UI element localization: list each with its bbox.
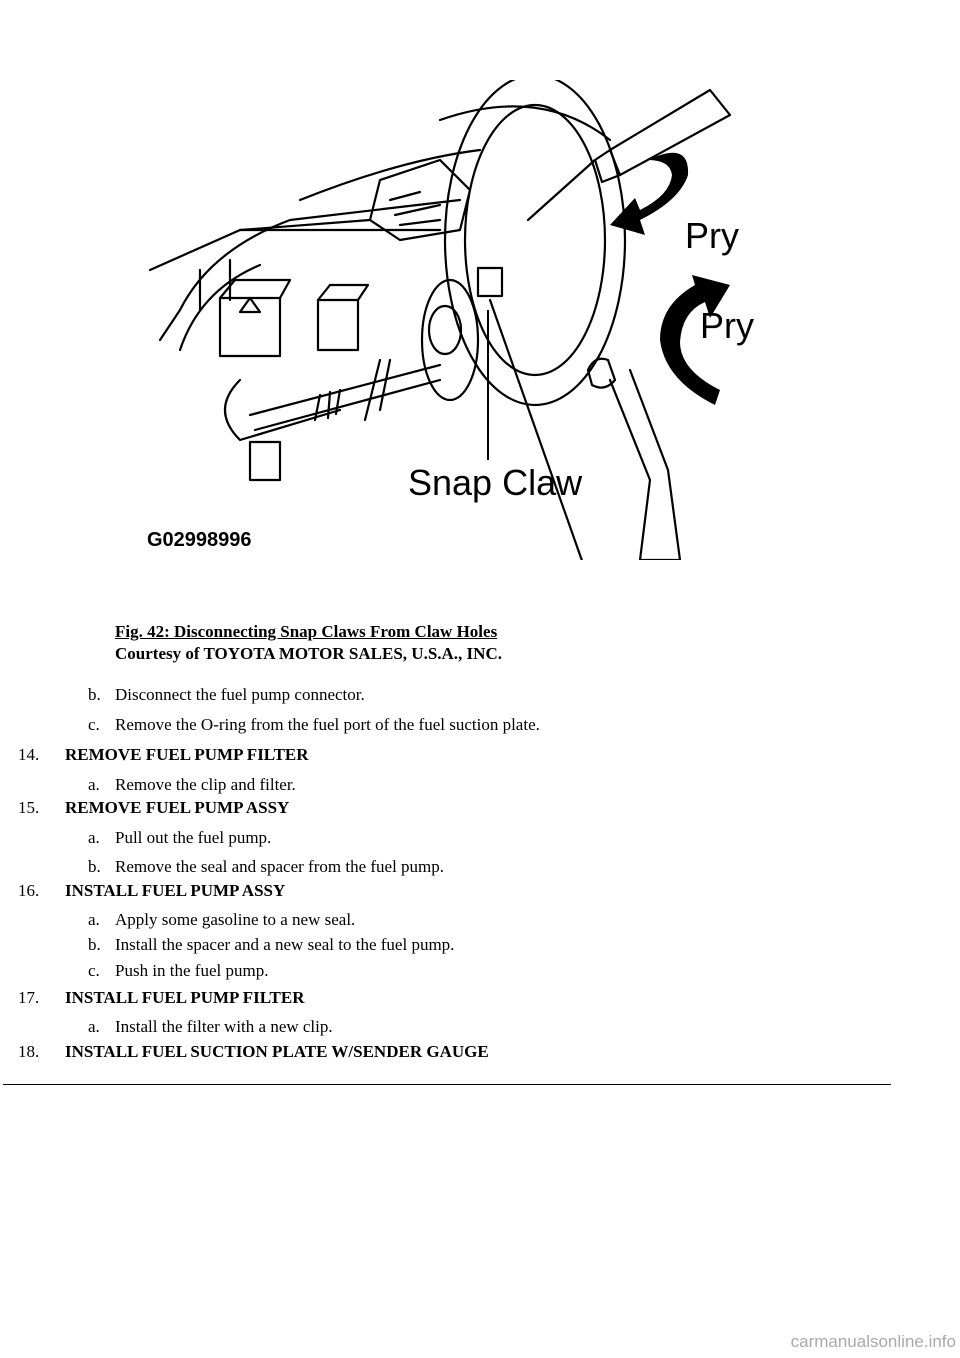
substep-letter: a. (88, 1017, 100, 1036)
substep-text: Push in the fuel pump. (115, 961, 269, 980)
substep-text: Apply some gasoline to a new seal. (115, 910, 356, 929)
substep-item: b. Install the spacer and a new seal to t… (88, 934, 454, 956)
step-title: INSTALL FUEL SUCTION PLATE W/SENDER GAUG… (65, 1042, 489, 1061)
substep-text: Pull out the fuel pump. (115, 828, 272, 847)
substep-text: Install the spacer and a new seal to the… (115, 935, 455, 954)
step-number: 18. (18, 1042, 40, 1061)
substep-letter: b. (88, 685, 101, 704)
page-divider (3, 1084, 891, 1085)
figure-caption-title: Fig. 42: Disconnecting Snap Claws From C… (115, 622, 498, 641)
substep-letter: b. (88, 935, 101, 954)
step-heading: 15. REMOVE FUEL PUMP ASSY (18, 797, 289, 819)
substep-letter: a. (88, 910, 100, 929)
step-heading: 14. REMOVE FUEL PUMP FILTER (18, 744, 309, 766)
step-number: 16. (18, 881, 40, 900)
step-number: 14. (18, 745, 40, 764)
step-title: INSTALL FUEL PUMP ASSY (65, 881, 286, 900)
step-heading: 16. INSTALL FUEL PUMP ASSY (18, 880, 285, 902)
step-number: 17. (18, 988, 40, 1007)
substep-letter: c. (88, 961, 100, 980)
figure-caption-courtesy: Courtesy of TOYOTA MOTOR SALES, U.S.A., … (115, 644, 502, 663)
snap-claw-label: Snap Claw (408, 462, 583, 503)
substep-text: Remove the seal and spacer from the fuel… (115, 857, 445, 876)
substep-text: Remove the clip and filter. (115, 775, 296, 794)
step-title: INSTALL FUEL PUMP FILTER (65, 988, 305, 1007)
step-heading: 17. INSTALL FUEL PUMP FILTER (18, 987, 304, 1009)
substep-letter: a. (88, 775, 100, 794)
fuel-pump-diagram: Pry Pry Snap Claw G02998996 (147, 80, 754, 560)
substep-item: b. Remove the seal and spacer from the fu… (88, 856, 444, 878)
substep-item: a. Apply some gasoline to a new seal. (88, 909, 355, 931)
figure-illustration: Pry Pry Snap Claw G02998996 (140, 80, 780, 560)
step-title: REMOVE FUEL PUMP FILTER (65, 745, 309, 764)
substep-item: a. Install the filter with a new clip. (88, 1016, 333, 1038)
substep-item: b. Disconnect the fuel pump connector. (88, 684, 365, 706)
substep-text: Install the filter with a new clip. (115, 1017, 333, 1036)
substep-letter: a. (88, 828, 100, 847)
substep-item: a. Remove the clip and filter. (88, 774, 296, 796)
step-title: REMOVE FUEL PUMP ASSY (65, 798, 290, 817)
step-number: 15. (18, 798, 40, 817)
substep-letter: c. (88, 715, 100, 734)
step-heading: 18. INSTALL FUEL SUCTION PLATE W/SENDER G… (18, 1041, 489, 1063)
watermark: carmanualsonline.info (790, 1332, 956, 1351)
substep-item: c. Push in the fuel pump. (88, 960, 268, 982)
substep-item: a. Pull out the fuel pump. (88, 827, 271, 849)
pry-label-bottom: Pry (700, 305, 754, 346)
substep-text: Remove the O-ring from the fuel port of … (115, 715, 540, 734)
figure-code: G02998996 (147, 529, 252, 551)
substep-item: c. Remove the O-ring from the fuel port o… (88, 714, 540, 736)
pry-label-top: Pry (685, 215, 739, 256)
substep-letter: b. (88, 857, 101, 876)
substep-text: Disconnect the fuel pump connector. (115, 685, 365, 704)
